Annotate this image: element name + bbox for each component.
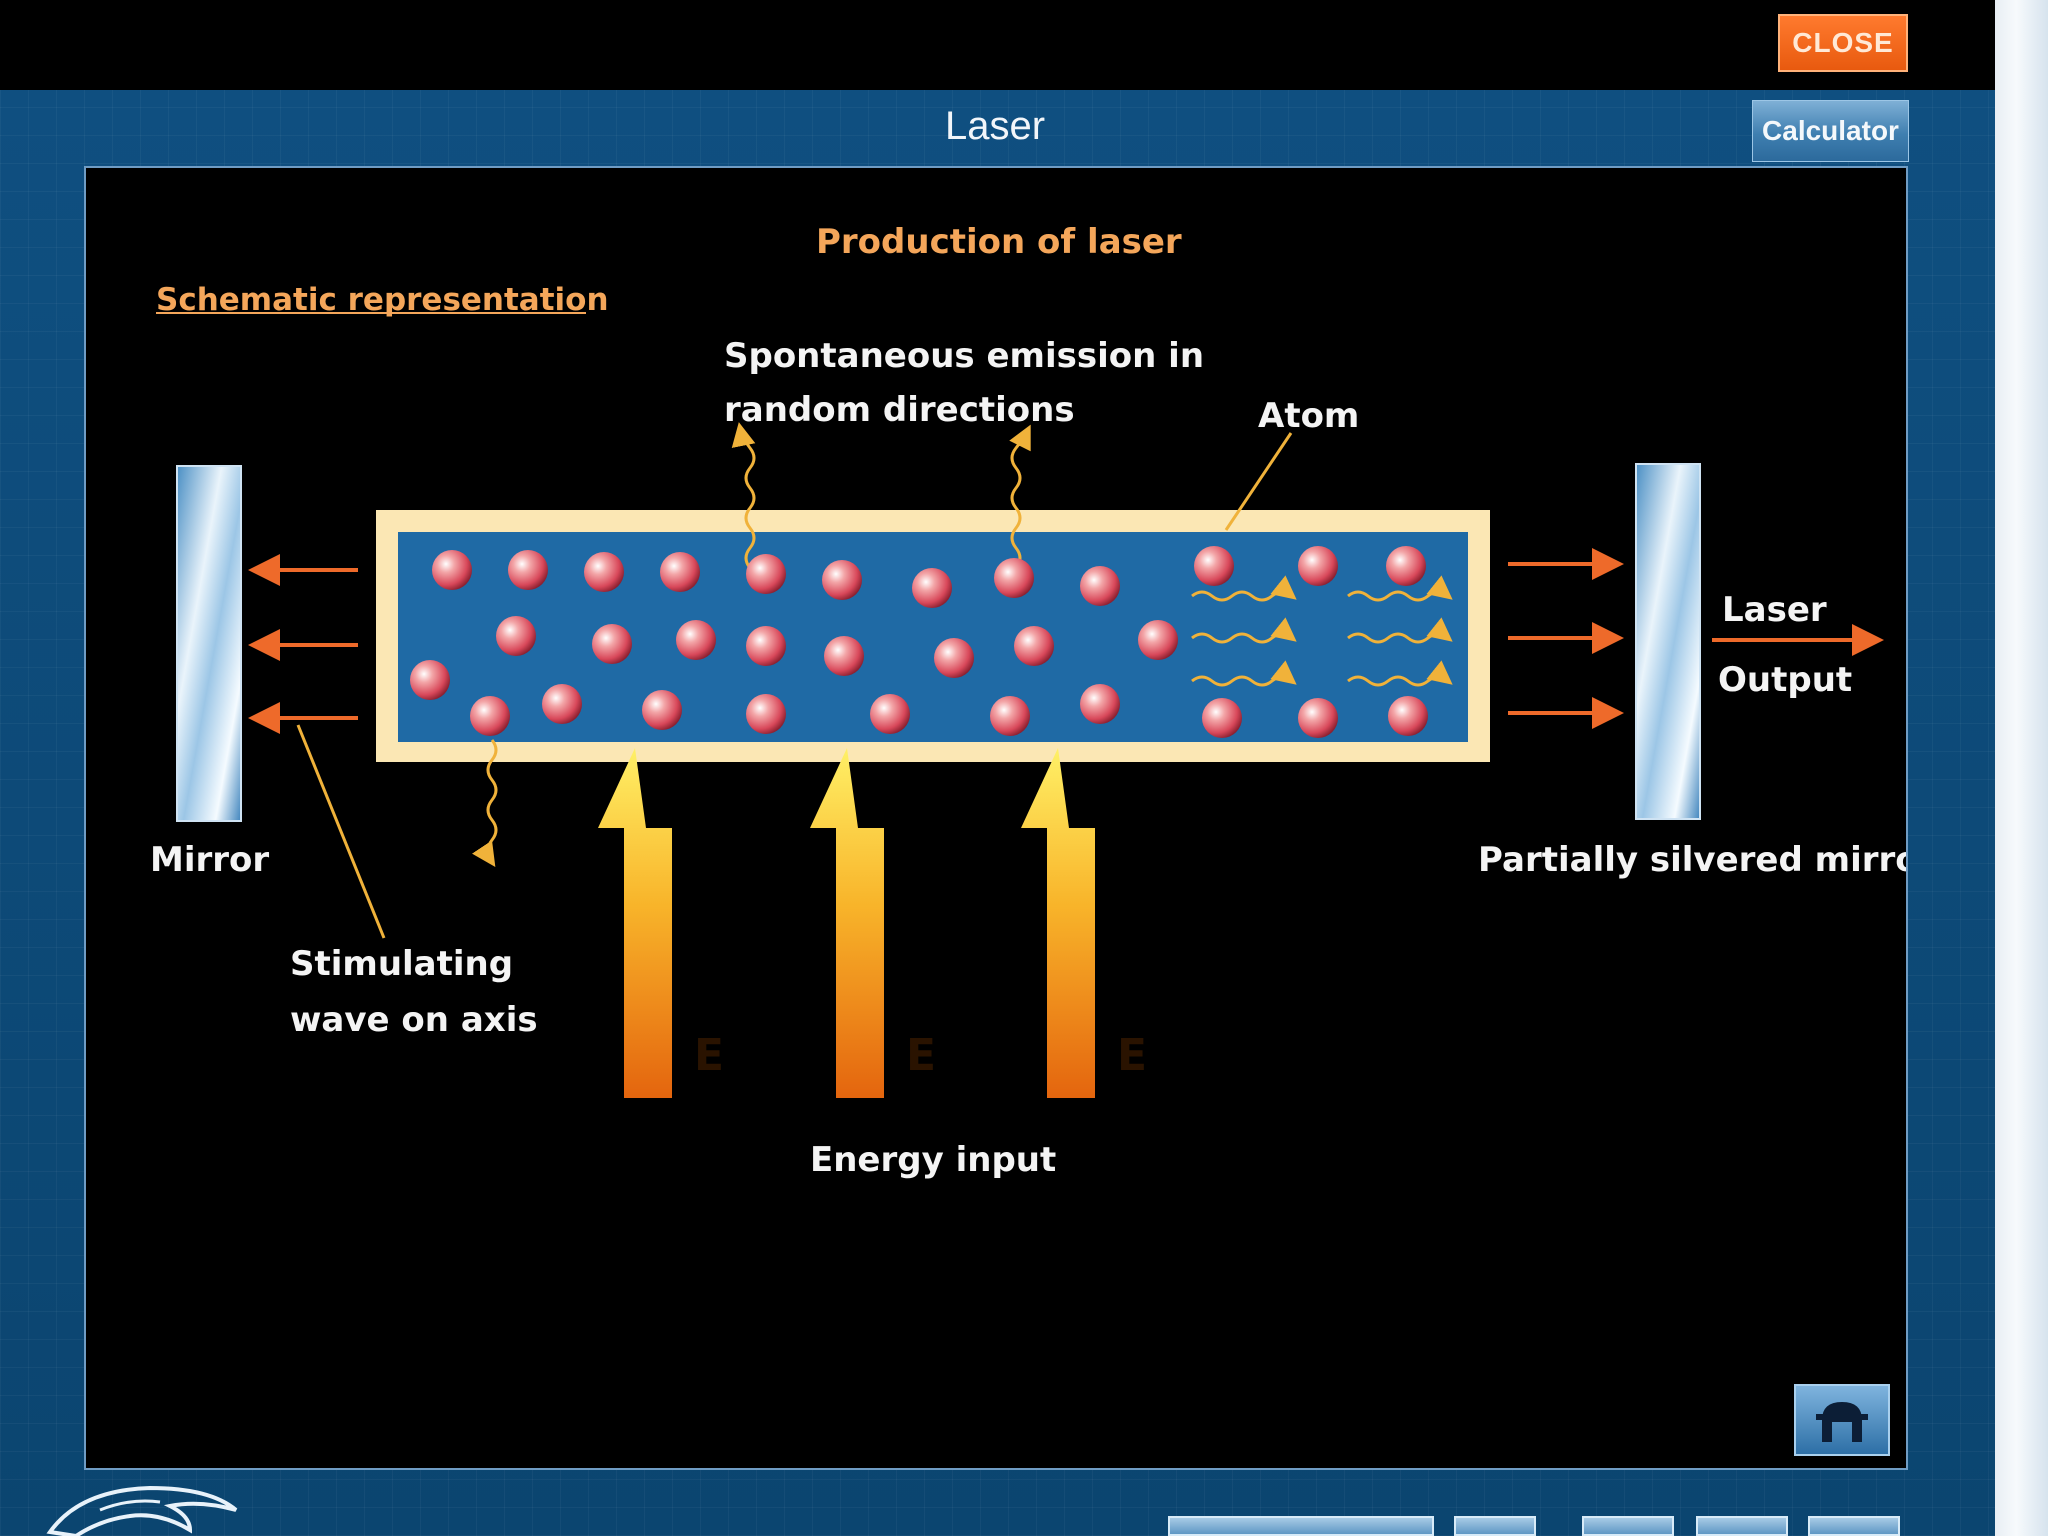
atom — [870, 694, 910, 734]
atom — [642, 690, 682, 730]
stimulating-label-1: Stimulating — [290, 944, 514, 984]
atom — [1298, 546, 1338, 586]
spontaneous-label-1: Spontaneous emission in — [724, 336, 1205, 376]
spontaneous-wave — [731, 422, 756, 569]
atom-label: Atom — [1258, 396, 1360, 436]
atoms — [410, 546, 1428, 738]
atom — [1202, 698, 1242, 738]
calculator-button[interactable]: Calculator — [1752, 100, 1909, 162]
stimulated-wave — [1347, 660, 1453, 687]
atom — [1386, 546, 1426, 586]
energy-arrow — [598, 748, 672, 1098]
dolphin-logo — [46, 1485, 238, 1536]
laser-output-label-2: Output — [1718, 660, 1853, 700]
mirror-label: Mirror — [150, 840, 270, 880]
stimulated-wave — [1191, 660, 1297, 687]
partial-mirror — [1635, 463, 1701, 820]
close-button[interactable]: CLOSE — [1778, 14, 1908, 72]
diagram-subheading: Schematic representation — [156, 282, 609, 318]
atom — [1194, 546, 1234, 586]
atom — [1080, 566, 1120, 606]
atom — [1388, 696, 1428, 736]
stimulated-wave — [1347, 617, 1453, 644]
partial-mirror-label: Partially silvered mirror — [1478, 840, 1908, 880]
home-button[interactable] — [1794, 1384, 1890, 1456]
nav-slider[interactable] — [1168, 1516, 1434, 1536]
atom — [676, 620, 716, 660]
atom — [508, 550, 548, 590]
spontaneous-wave — [472, 739, 498, 867]
window-title: Laser — [944, 104, 1046, 148]
atom — [990, 696, 1030, 736]
atom — [592, 624, 632, 664]
stimulating-pointer — [296, 724, 386, 939]
diagram-heading: Production of laser — [816, 222, 1182, 262]
atom — [432, 550, 472, 590]
atom — [746, 694, 786, 734]
laser-diagram — [156, 312, 1884, 1098]
diagram-stage: Production of laser Schematic representa… — [84, 166, 1908, 1470]
energy-input-label: Energy input — [810, 1140, 1057, 1180]
stimulated-wave — [1191, 575, 1297, 602]
right-edge-strip — [1995, 0, 2048, 1536]
energy-arrow — [810, 748, 884, 1098]
atom — [584, 552, 624, 592]
atom — [496, 616, 536, 656]
energy-letter: E — [906, 1030, 937, 1081]
atom — [746, 626, 786, 666]
atom — [542, 684, 582, 724]
atom — [746, 554, 786, 594]
stimulating-label-2: wave on axis — [290, 1000, 538, 1040]
atom — [660, 552, 700, 592]
atom — [470, 696, 510, 736]
atom-pointer — [1224, 432, 1293, 531]
energy-letter: E — [694, 1030, 725, 1081]
atom — [934, 638, 974, 678]
energy-arrow — [1021, 748, 1095, 1098]
left-mirror — [176, 465, 242, 822]
nav-button[interactable] — [1454, 1516, 1536, 1536]
energy-letter: E — [1117, 1030, 1148, 1081]
home-icon — [1816, 1402, 1868, 1442]
laser-output-label-1: Laser — [1722, 590, 1827, 630]
spontaneous-wave — [1009, 424, 1031, 569]
nav-button[interactable] — [1582, 1516, 1674, 1536]
atom — [1080, 684, 1120, 724]
atom — [1138, 620, 1178, 660]
nav-button[interactable] — [1808, 1516, 1900, 1536]
atom — [994, 558, 1034, 598]
top-bar — [0, 0, 1995, 90]
atom — [410, 660, 450, 700]
spontaneous-label-2: random directions — [724, 390, 1075, 430]
stimulated-wave — [1191, 617, 1297, 644]
atom — [1298, 698, 1338, 738]
stimulated-wave — [1347, 575, 1453, 602]
atom — [824, 636, 864, 676]
atom — [1014, 626, 1054, 666]
atom — [912, 568, 952, 608]
nav-button[interactable] — [1696, 1516, 1788, 1536]
atom — [822, 560, 862, 600]
